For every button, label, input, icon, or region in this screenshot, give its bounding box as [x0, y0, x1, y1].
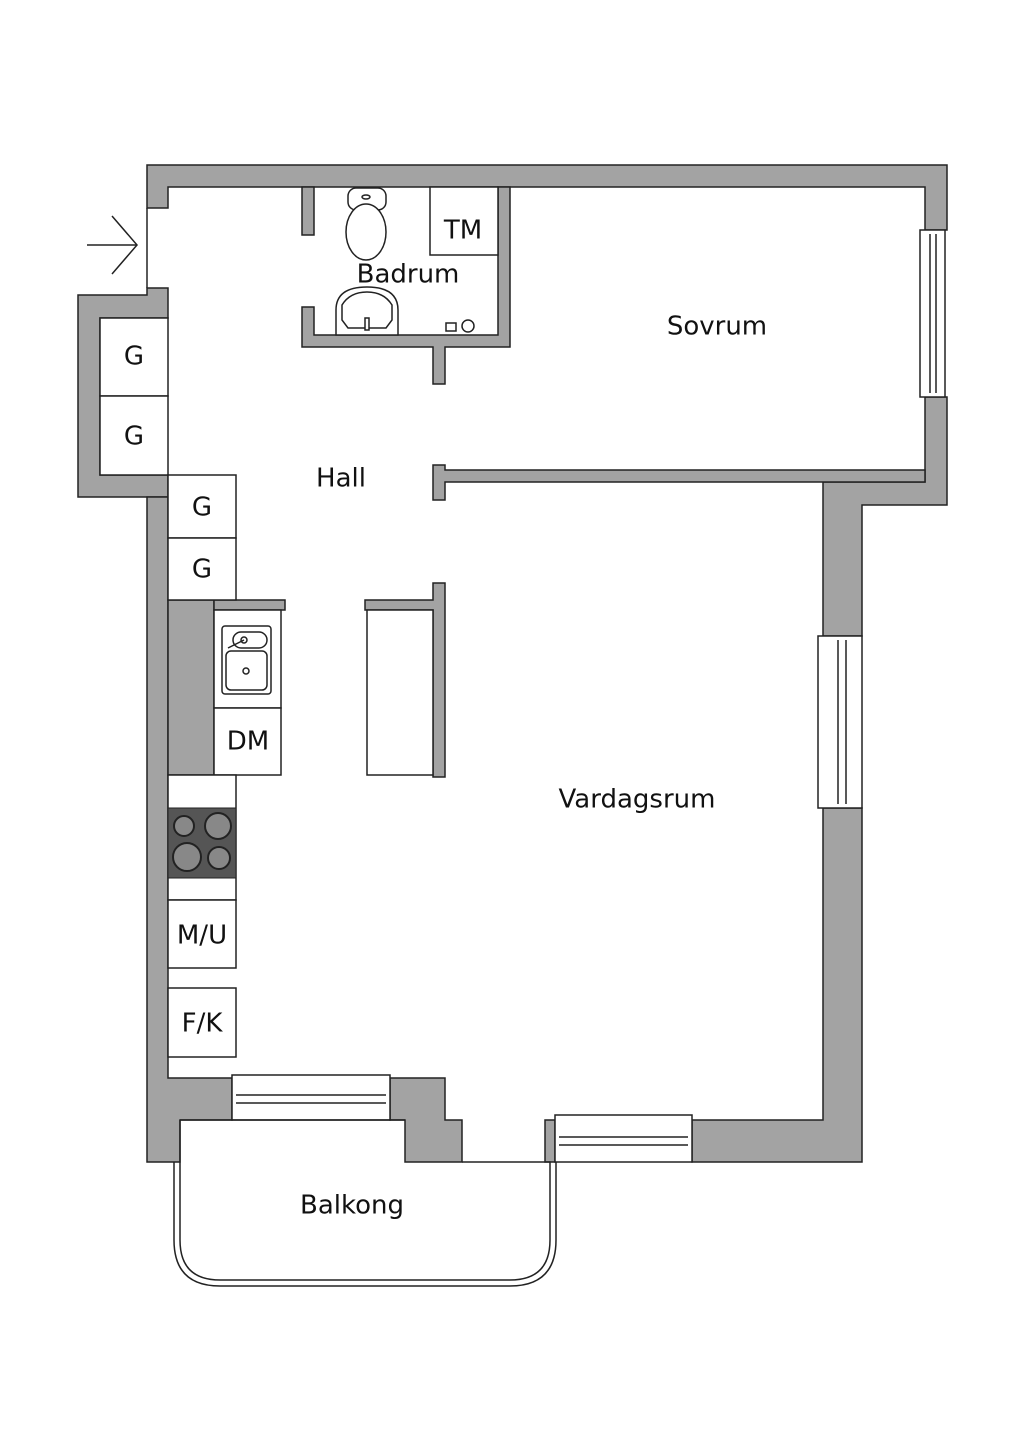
kitchen-island [366, 609, 434, 776]
label-dm: DM [227, 727, 269, 757]
tm-box [429, 186, 499, 256]
wardrobe [167, 537, 237, 601]
labels: TM Badrum Sovrum Hall G G G G DM Vardags… [124, 216, 767, 1221]
label-g: G [124, 422, 144, 452]
interior-walls [213, 186, 926, 778]
label-g: G [192, 493, 212, 523]
label-g: G [192, 555, 212, 585]
dishwasher [213, 707, 282, 776]
room-label-vardagsrum: Vardagsrum [559, 785, 716, 815]
label-tm: TM [443, 216, 482, 246]
wardrobe [99, 395, 169, 476]
label-fk: F/K [182, 1009, 224, 1039]
room-label-hall: Hall [316, 464, 366, 494]
room-label-badrum: Badrum [357, 260, 460, 290]
bath-fixture-icon [445, 319, 475, 333]
wardrobe [99, 317, 169, 397]
label-g: G [124, 342, 144, 372]
stove-icon [167, 807, 237, 879]
toilet-icon [345, 187, 387, 261]
entrance-arrow-icon [87, 208, 148, 288]
room-label-sovrum: Sovrum [667, 312, 767, 342]
sink-icon [221, 625, 272, 695]
label-mu: M/U [177, 921, 227, 951]
washbasin-icon [335, 286, 399, 336]
room-label-balkong: Balkong [300, 1191, 404, 1221]
windows [231, 229, 946, 1163]
balcony [173, 1119, 557, 1287]
fridge-freezer [167, 987, 237, 1058]
microwave-oven [167, 899, 237, 969]
